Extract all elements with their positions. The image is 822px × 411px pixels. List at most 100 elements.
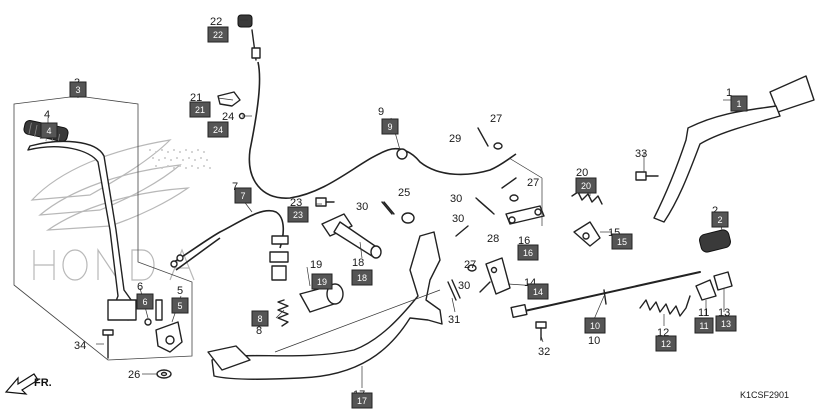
cable-bracket-21 — [217, 91, 246, 120]
rod-link-16 — [505, 205, 545, 225]
step-rubber-2 — [699, 229, 731, 253]
leader-lines — [47, 19, 736, 388]
badge-7: 7 — [234, 187, 252, 204]
bolt-32 — [535, 321, 547, 341]
front-direction-indicator: FR. — [4, 373, 52, 395]
svg-text:5: 5 — [177, 301, 182, 311]
callout-25: 25 — [398, 187, 410, 199]
kick-pin — [144, 299, 163, 326]
badge-16: 16 — [517, 244, 539, 261]
joint-11 — [695, 279, 717, 301]
callout-27a: 27 — [490, 113, 502, 125]
callout-10: 10 — [588, 335, 600, 347]
badge-17: 17 — [351, 392, 373, 409]
honda-watermark — [30, 139, 211, 282]
svg-text:17: 17 — [357, 396, 367, 406]
spring-20 — [571, 191, 603, 205]
callout-26: 26 — [128, 369, 140, 381]
svg-text:9: 9 — [387, 122, 392, 132]
svg-text:7: 7 — [240, 191, 245, 201]
callout-23: 23 — [290, 197, 302, 209]
callout-19: 19 — [310, 259, 322, 271]
badge-3: 3 — [69, 81, 87, 98]
kick-clip — [155, 321, 183, 353]
callout-1: 1 — [726, 87, 732, 99]
kick-lever — [27, 140, 137, 321]
callout-5: 5 — [177, 285, 183, 297]
step-arm-1 — [653, 75, 815, 223]
cable-boot-22 — [237, 14, 261, 61]
callout-24: 24 — [222, 111, 234, 123]
callout-8: 8 — [256, 325, 262, 337]
nut-13 — [713, 271, 733, 291]
callout-22: 22 — [210, 16, 222, 28]
svg-text:11: 11 — [699, 321, 708, 331]
callout-7: 7 — [232, 181, 238, 193]
badge-12: 12 — [655, 335, 677, 352]
washer-25 — [401, 212, 415, 224]
callout-6: 6 — [137, 281, 143, 293]
badge-18: 18 — [351, 269, 373, 286]
switch-harness-7 — [170, 209, 289, 281]
badge-15: 15 — [611, 233, 633, 250]
svg-text:23: 23 — [293, 210, 303, 220]
badge-19: 19 — [311, 273, 333, 290]
cotter-pin-30a — [381, 201, 395, 215]
washer-27b — [509, 194, 519, 202]
callout-16: 16 — [518, 235, 530, 247]
badge-13: 13 — [715, 315, 737, 332]
callout-18: 18 — [352, 257, 364, 269]
callout-34: 34 — [74, 340, 86, 352]
washer-26 — [156, 369, 172, 379]
rod-joint-14 — [485, 257, 511, 295]
svg-text:21: 21 — [195, 105, 205, 115]
svg-text:14: 14 — [533, 287, 543, 297]
pin-28 — [501, 177, 517, 189]
badge-23: 23 — [287, 206, 309, 223]
callout-31: 31 — [448, 314, 460, 326]
callout-4: 4 — [44, 109, 50, 121]
callout-30d: 30 — [458, 280, 470, 292]
washer-27c — [467, 264, 477, 272]
svg-text:4: 4 — [46, 126, 51, 136]
svg-text:24: 24 — [213, 125, 223, 135]
callout-33: 33 — [635, 148, 647, 160]
svg-text:8: 8 — [257, 314, 262, 324]
badge-5: 5 — [171, 297, 189, 314]
cotter-pin-30d — [479, 281, 491, 293]
svg-text:16: 16 — [523, 248, 533, 258]
front-arrow-icon — [4, 373, 39, 395]
callout-27c: 27 — [464, 259, 476, 271]
badge-14: 14 — [527, 283, 549, 300]
callout-30b: 30 — [450, 193, 462, 205]
pin-31 — [447, 279, 461, 301]
svg-text:12: 12 — [661, 339, 671, 349]
svg-text:13: 13 — [721, 319, 731, 329]
screw-23 — [315, 197, 335, 207]
svg-text:22: 22 — [213, 30, 223, 40]
svg-text:2: 2 — [717, 215, 722, 225]
pin-29 — [477, 127, 489, 147]
badge-2: 2 — [711, 211, 729, 228]
bolt-34 — [102, 329, 114, 359]
badge-boxes: 1 2 3 4 5 6 7 8 9 10 11 12 13 14 15 16 1… — [40, 26, 748, 409]
callout-11: 11 — [698, 307, 709, 319]
cable-adjuster — [396, 148, 408, 160]
badge-22: 22 — [207, 26, 229, 43]
badge-21: 21 — [189, 101, 211, 118]
callout-32: 32 — [538, 346, 550, 358]
cotter-pin-30c — [455, 225, 469, 237]
diagram-code: K1CSF2901 — [740, 390, 789, 400]
badge-6: 6 — [136, 293, 154, 310]
washer-27a — [493, 142, 503, 150]
callout-20: 20 — [576, 167, 588, 179]
svg-text:6: 6 — [142, 297, 147, 307]
front-label: FR. — [34, 377, 52, 389]
callout-2: 2 — [712, 205, 718, 217]
svg-text:20: 20 — [581, 181, 591, 191]
callout-21: 21 — [190, 92, 202, 104]
svg-text:1: 1 — [736, 99, 741, 109]
spring-8 — [277, 299, 289, 327]
